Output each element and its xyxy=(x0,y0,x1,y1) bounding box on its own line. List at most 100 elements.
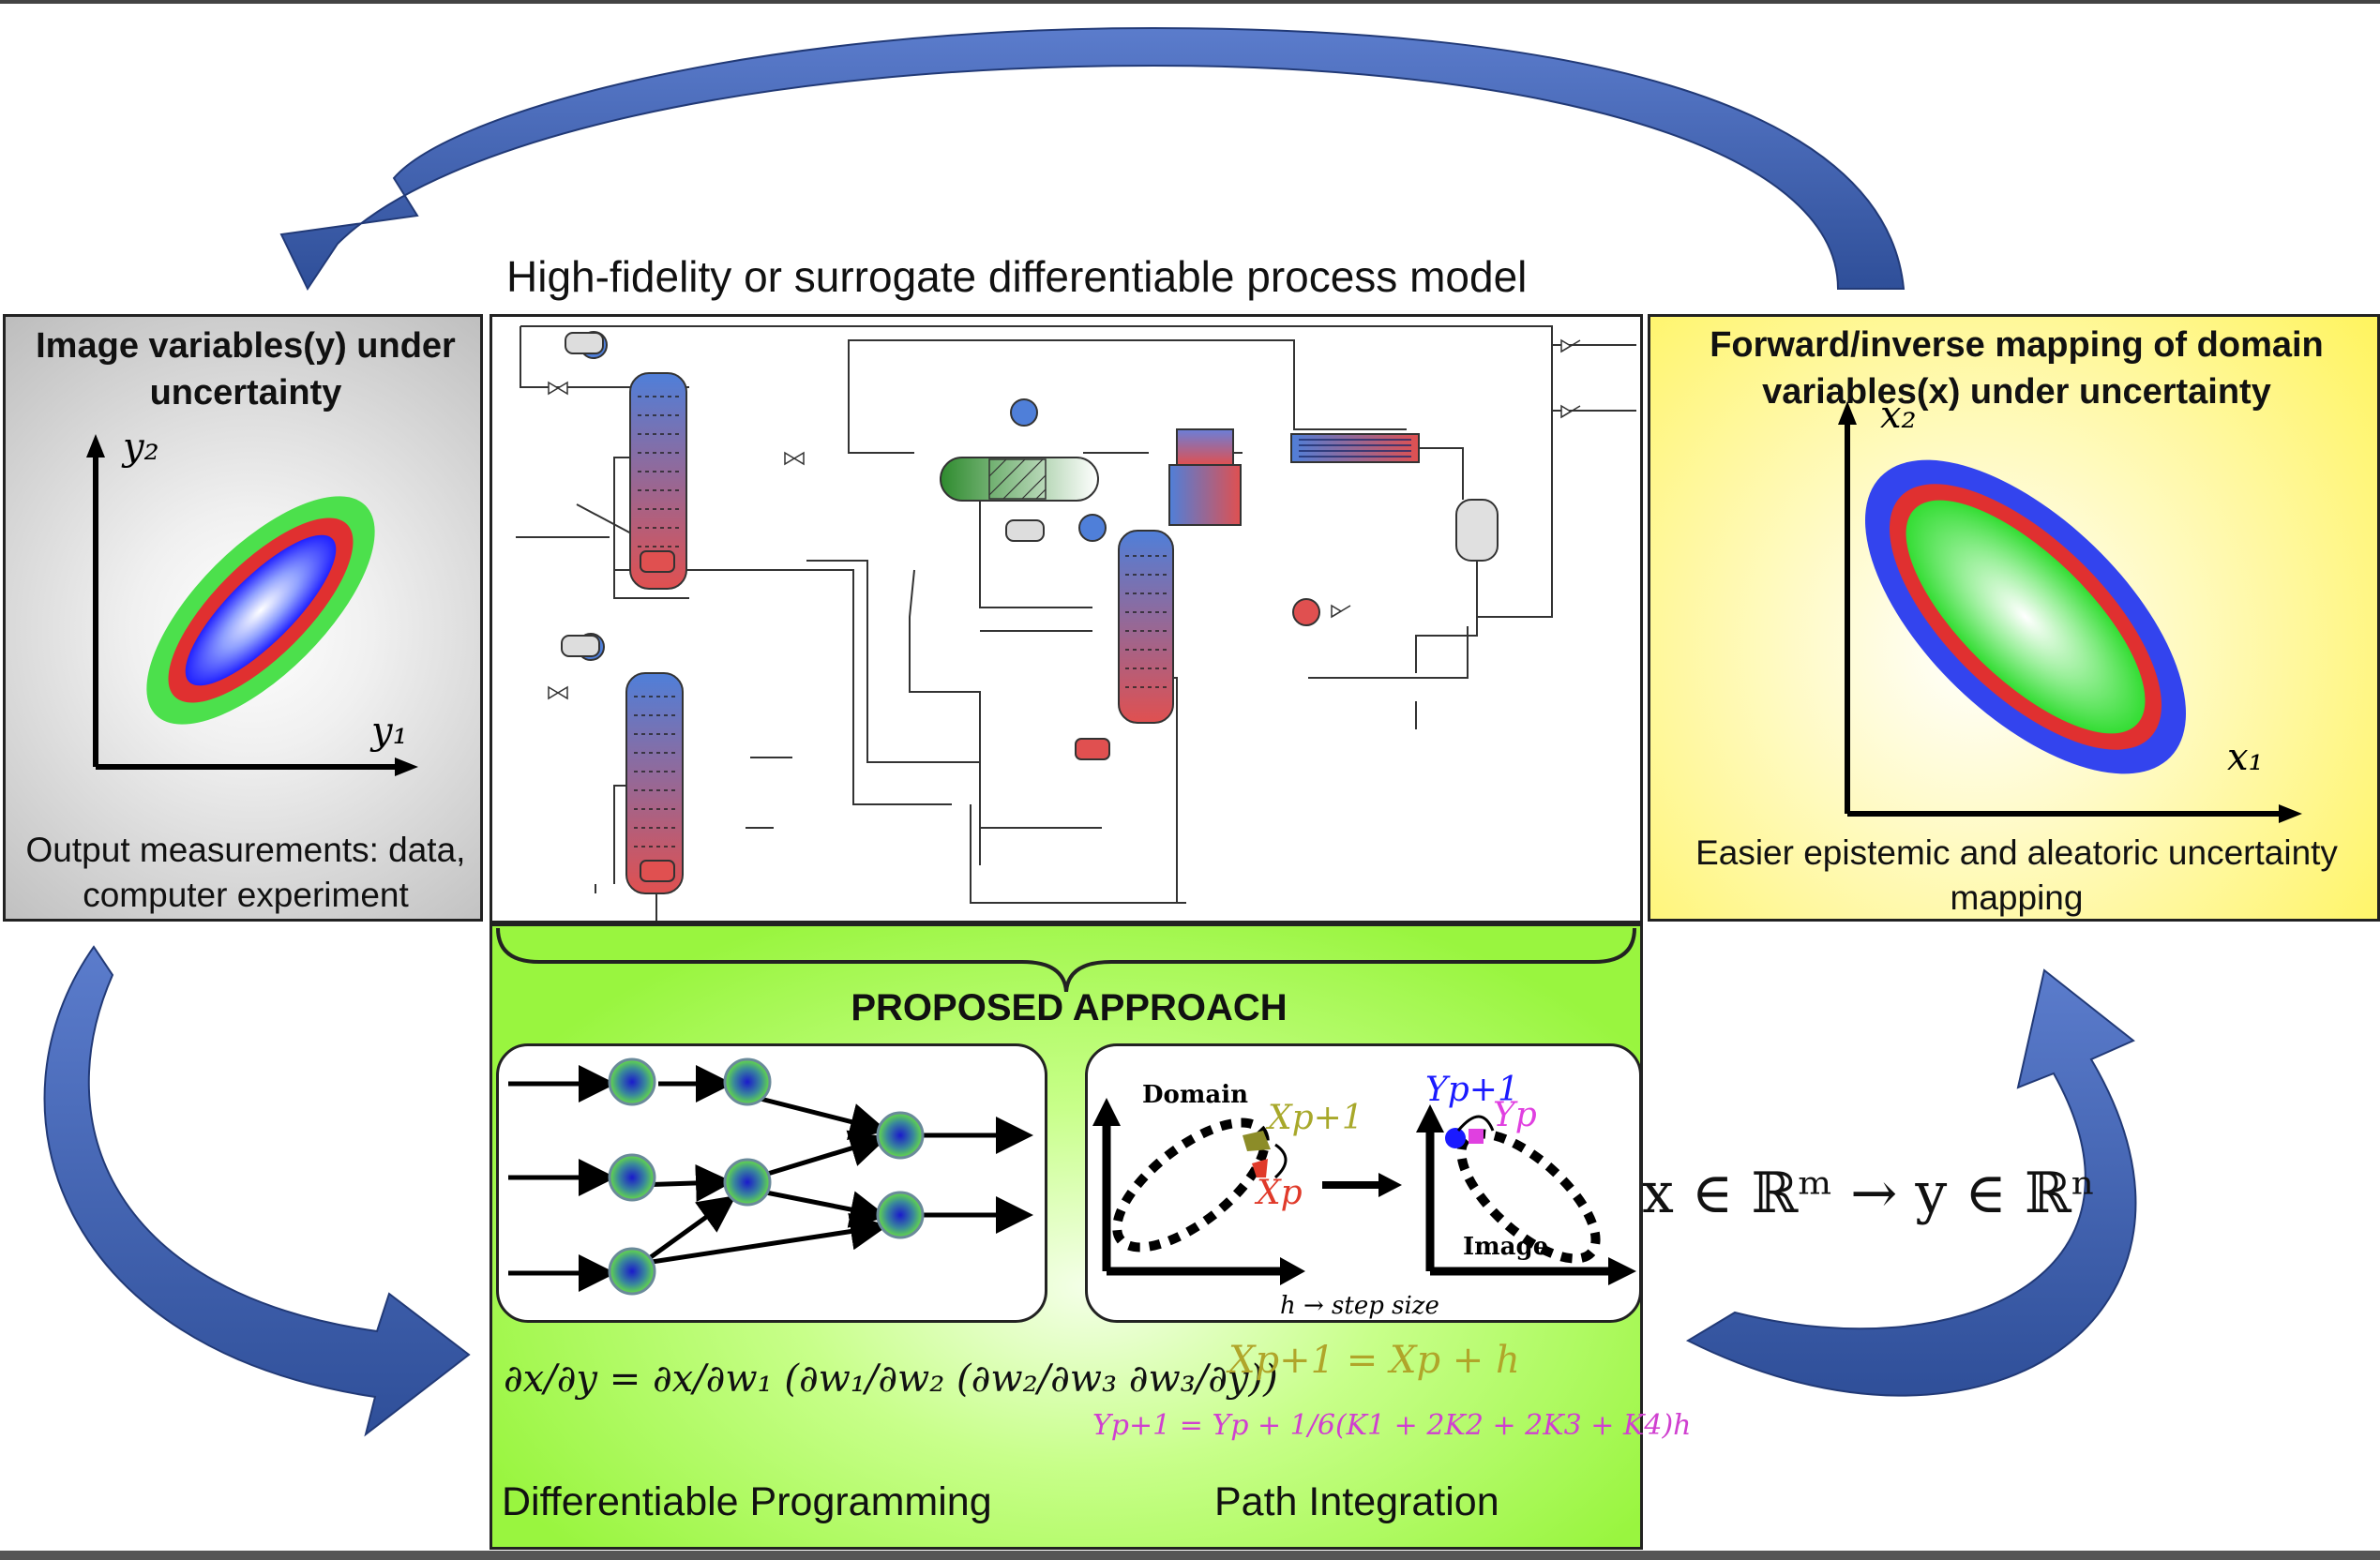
top-border xyxy=(0,0,2380,4)
panel-left-caption-line2: computer experiment xyxy=(83,876,409,914)
nn-node xyxy=(723,1058,772,1106)
uncertainty-ellipses xyxy=(146,496,375,725)
ellipse-inner-blue xyxy=(185,534,337,686)
nn-node xyxy=(608,1153,656,1202)
reactor-packing xyxy=(988,458,1047,500)
furnace-stack xyxy=(1176,428,1234,466)
panel-right-caption-line1: Easier epistemic and aleatoric uncertain… xyxy=(1695,833,2338,872)
reboiler-3 xyxy=(1075,738,1110,760)
euler-update-formula: Xp+1 = Xp + h xyxy=(1228,1339,1520,1382)
neural-network-box xyxy=(496,1043,1047,1323)
axis-label-x1: x₁ xyxy=(2227,736,2264,779)
reactor-hatching xyxy=(988,458,1047,500)
heater-1 xyxy=(1292,598,1320,626)
panel-right-title-line1: Forward/inverse mapping of domain xyxy=(1710,325,2324,365)
condenser-3 xyxy=(1010,398,1038,427)
reboiler-2 xyxy=(640,860,675,882)
panel-right-caption-line2: mapping xyxy=(1950,878,2084,917)
axis-label-y1: y₁ xyxy=(369,710,408,753)
image-path-ellipse xyxy=(1456,1129,1601,1264)
condenser-4 xyxy=(1078,514,1107,542)
path-integration-diagram: Domain Xp+1 Xp Image Yp+1 Yp h → step si… xyxy=(1092,1071,1636,1320)
reboiler-1 xyxy=(640,550,675,573)
ellipse-inner-green xyxy=(1906,500,2146,734)
label-xp1: Xp+1 xyxy=(1265,1099,1363,1137)
nn-nodes xyxy=(608,1058,925,1296)
map-arrow-head xyxy=(1378,1173,1402,1197)
process-lines xyxy=(502,325,1636,921)
reactor-vessel xyxy=(940,457,1099,502)
nn-node xyxy=(608,1058,656,1106)
reflux-drum-3 xyxy=(1005,519,1045,542)
panel-left-caption-line1: Output measurements: data, xyxy=(25,831,466,869)
domain-label: Domain xyxy=(1142,1081,1248,1109)
yp-transition-arrow xyxy=(1456,1115,1495,1132)
panel-right-title: Forward/inverse mapping of domain variab… xyxy=(1650,322,2380,415)
approach-brace xyxy=(496,927,1636,992)
left-cycle-arrow xyxy=(43,945,471,1437)
domain-axis-arrow-y xyxy=(1092,1098,1121,1126)
y-axis-arrowhead xyxy=(86,434,105,458)
x-axis-arrowhead xyxy=(395,758,418,776)
flash-drum xyxy=(1455,499,1499,562)
yp-marker xyxy=(1469,1129,1484,1144)
label-differentiable-programming: Differentiable Programming xyxy=(502,1479,992,1524)
axis-label-x2: x₂ xyxy=(1880,394,1917,437)
nn-edges xyxy=(508,1065,1033,1292)
path-integration-box: Domain Xp+1 Xp Image Yp+1 Yp h → step si… xyxy=(1085,1043,1642,1323)
x2-axis-arrowhead xyxy=(1838,401,1857,425)
panel-left-caption: Output measurements: data, computer expe… xyxy=(6,828,486,918)
domain-path-ellipse xyxy=(1112,1118,1270,1252)
label-yp: Yp xyxy=(1493,1096,1537,1134)
x1-axis-arrowhead xyxy=(2279,804,2302,823)
heat-exchanger xyxy=(1290,433,1420,463)
uncertainty-ellipses-domain xyxy=(1865,459,2186,774)
nn-node xyxy=(723,1158,772,1207)
domain-variables-panel: Forward/inverse mapping of domain variab… xyxy=(1648,314,2380,922)
xp-transition-arrow xyxy=(1273,1143,1288,1179)
yp1-marker xyxy=(1445,1128,1466,1148)
proposed-approach-panel: PROPOSED APPROACH xyxy=(490,923,1691,1550)
panel-left-title: Image variables(y) under uncertainty xyxy=(6,322,486,416)
step-size-label: h → step size xyxy=(1280,1292,1439,1320)
xp-marker xyxy=(1252,1159,1268,1178)
reflux-drum-2 xyxy=(561,635,600,657)
image-variables-panel: Image variables(y) under uncertainty y₂ … xyxy=(3,314,483,922)
label-yp1: Yp+1 xyxy=(1425,1071,1519,1109)
distillation-column-1 xyxy=(629,372,687,590)
heat-exchanger-tubes xyxy=(1299,439,1411,458)
chain-rule-formula: ∂x/∂y = ∂x/∂w₁ (∂w₁/∂w₂ (∂w₂/∂w₃ ∂w₃/∂y)… xyxy=(504,1358,1278,1401)
domain-axis-arrow-x xyxy=(1280,1257,1305,1285)
image-space-plot: y₂ y₁ xyxy=(86,426,418,776)
reflux-drum-1 xyxy=(565,332,604,354)
path-image-axes xyxy=(1425,1126,1613,1276)
image-axis-arrow-x xyxy=(1608,1257,1636,1285)
path-domain-axes xyxy=(1102,1117,1285,1276)
axis-label-y2: y₂ xyxy=(121,426,159,469)
approach-title: PROPOSED APPROACH xyxy=(851,987,1288,1028)
xp1-marker xyxy=(1243,1131,1271,1151)
rk4-update-formula: Yp+1 = Yp + 1/6(K1 + 2K2 + 2K3 + K4)h xyxy=(1092,1409,1692,1442)
bottom-border xyxy=(0,1551,2380,1560)
process-flowsheet xyxy=(502,325,1636,921)
domain-space-plot: x₂ x₁ xyxy=(1838,394,2302,823)
panel-left-title-line1: Image variables(y) under xyxy=(36,326,456,366)
process-model-panel: 𝔽 : x ∈ ℝᵐ → y ∈ ℝⁿ xyxy=(490,314,2096,1226)
nn-node xyxy=(876,1191,925,1239)
neural-network-diagram xyxy=(508,1058,1033,1296)
valves xyxy=(548,338,1581,700)
page-title: High-fidelity or surrogate differentiabl… xyxy=(506,252,1528,301)
image-label: Image xyxy=(1463,1233,1548,1261)
label-xp: Xp xyxy=(1254,1174,1303,1212)
top-cycle-arrow xyxy=(279,26,1906,292)
label-path-integration: Path Integration xyxy=(1214,1479,1499,1524)
panel-left-title-line2: uncertainty xyxy=(149,373,342,412)
nn-node xyxy=(876,1111,925,1160)
nn-node xyxy=(608,1247,656,1296)
image-axis-arrow-y xyxy=(1416,1104,1444,1132)
furnace-body xyxy=(1168,464,1242,526)
panel-right-caption: Easier epistemic and aleatoric uncertain… xyxy=(1650,831,2380,921)
distillation-column-2 xyxy=(625,672,684,894)
distillation-column-3 xyxy=(1118,530,1174,724)
